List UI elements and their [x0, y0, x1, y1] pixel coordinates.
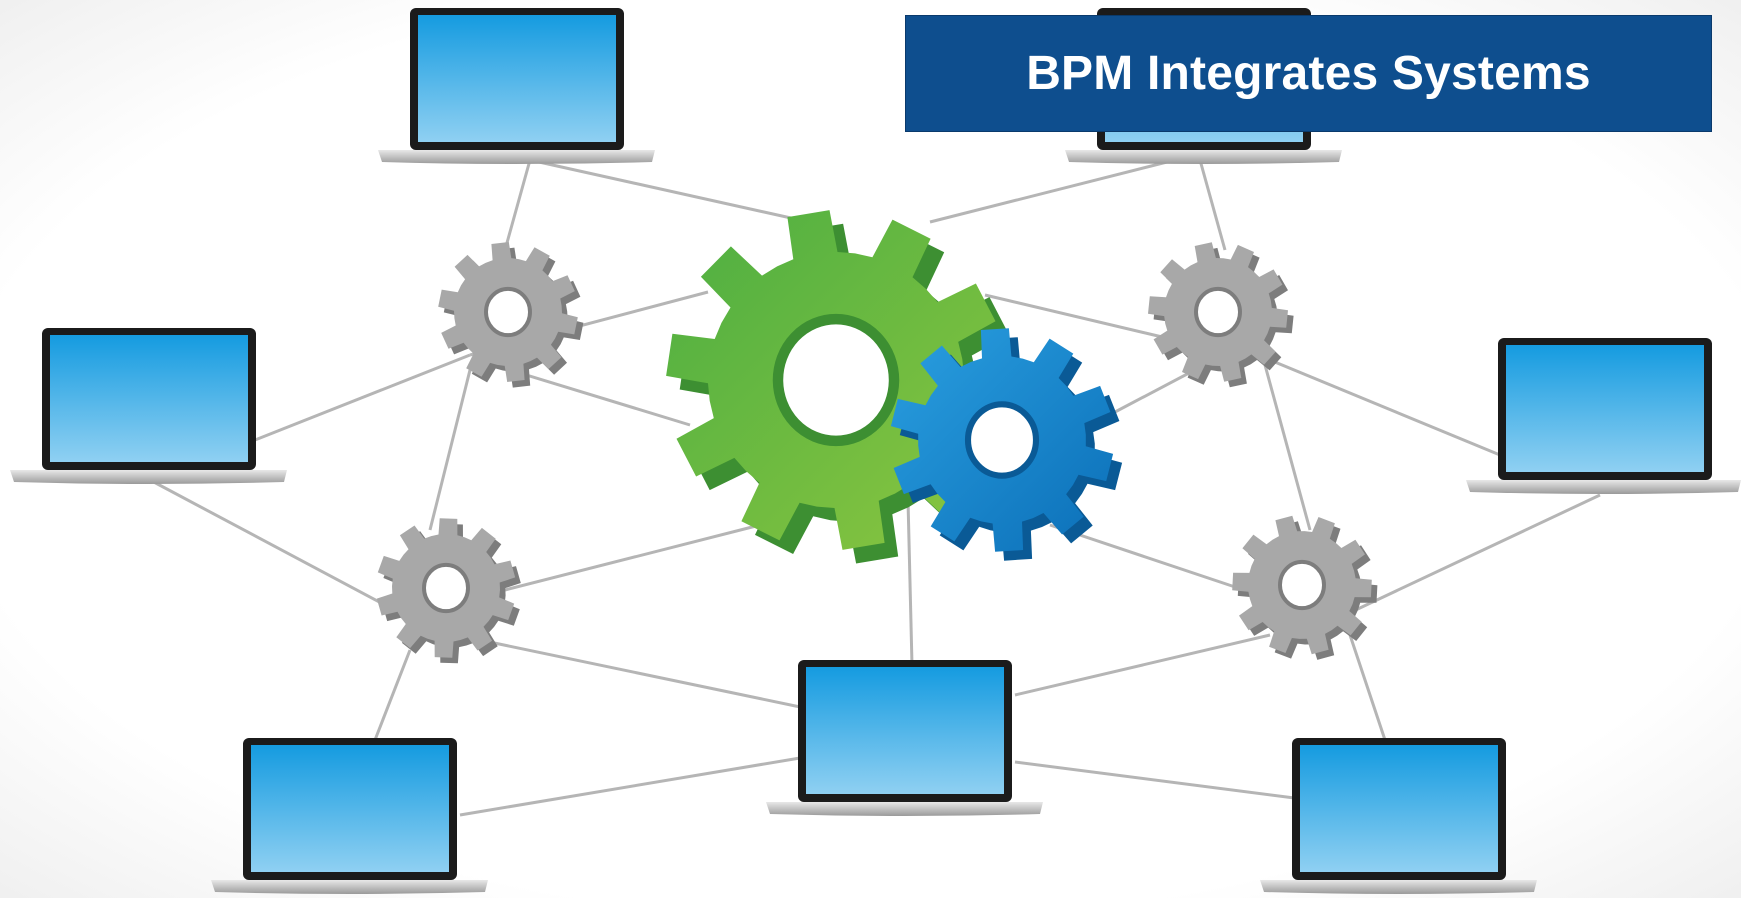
laptop-bottom-left	[211, 738, 488, 894]
slide-title: BPM Integrates Systems	[1026, 47, 1591, 100]
gear-upper-left-icon	[438, 242, 584, 388]
laptop-bottom-center	[766, 660, 1043, 816]
gears-layer	[376, 210, 1378, 664]
laptop-screen	[251, 745, 449, 872]
gear-lower-left-icon	[376, 518, 521, 664]
laptop-mid-left	[10, 328, 287, 484]
central-blue-gear-icon	[890, 328, 1123, 561]
laptop-screen	[1300, 745, 1498, 872]
title-banner: BPM Integrates Systems	[905, 15, 1712, 132]
laptop-screen	[1506, 345, 1704, 472]
laptop-screen	[806, 667, 1004, 794]
laptop-bottom-right	[1260, 738, 1537, 894]
laptop-screen	[50, 335, 248, 462]
connector-lines	[149, 158, 1601, 817]
laptop-top-left	[378, 8, 655, 164]
gear-lower-right-icon	[1232, 515, 1378, 660]
gear-upper-right-icon	[1148, 242, 1294, 388]
laptop-screen	[418, 15, 616, 142]
laptop-mid-right	[1466, 338, 1741, 494]
